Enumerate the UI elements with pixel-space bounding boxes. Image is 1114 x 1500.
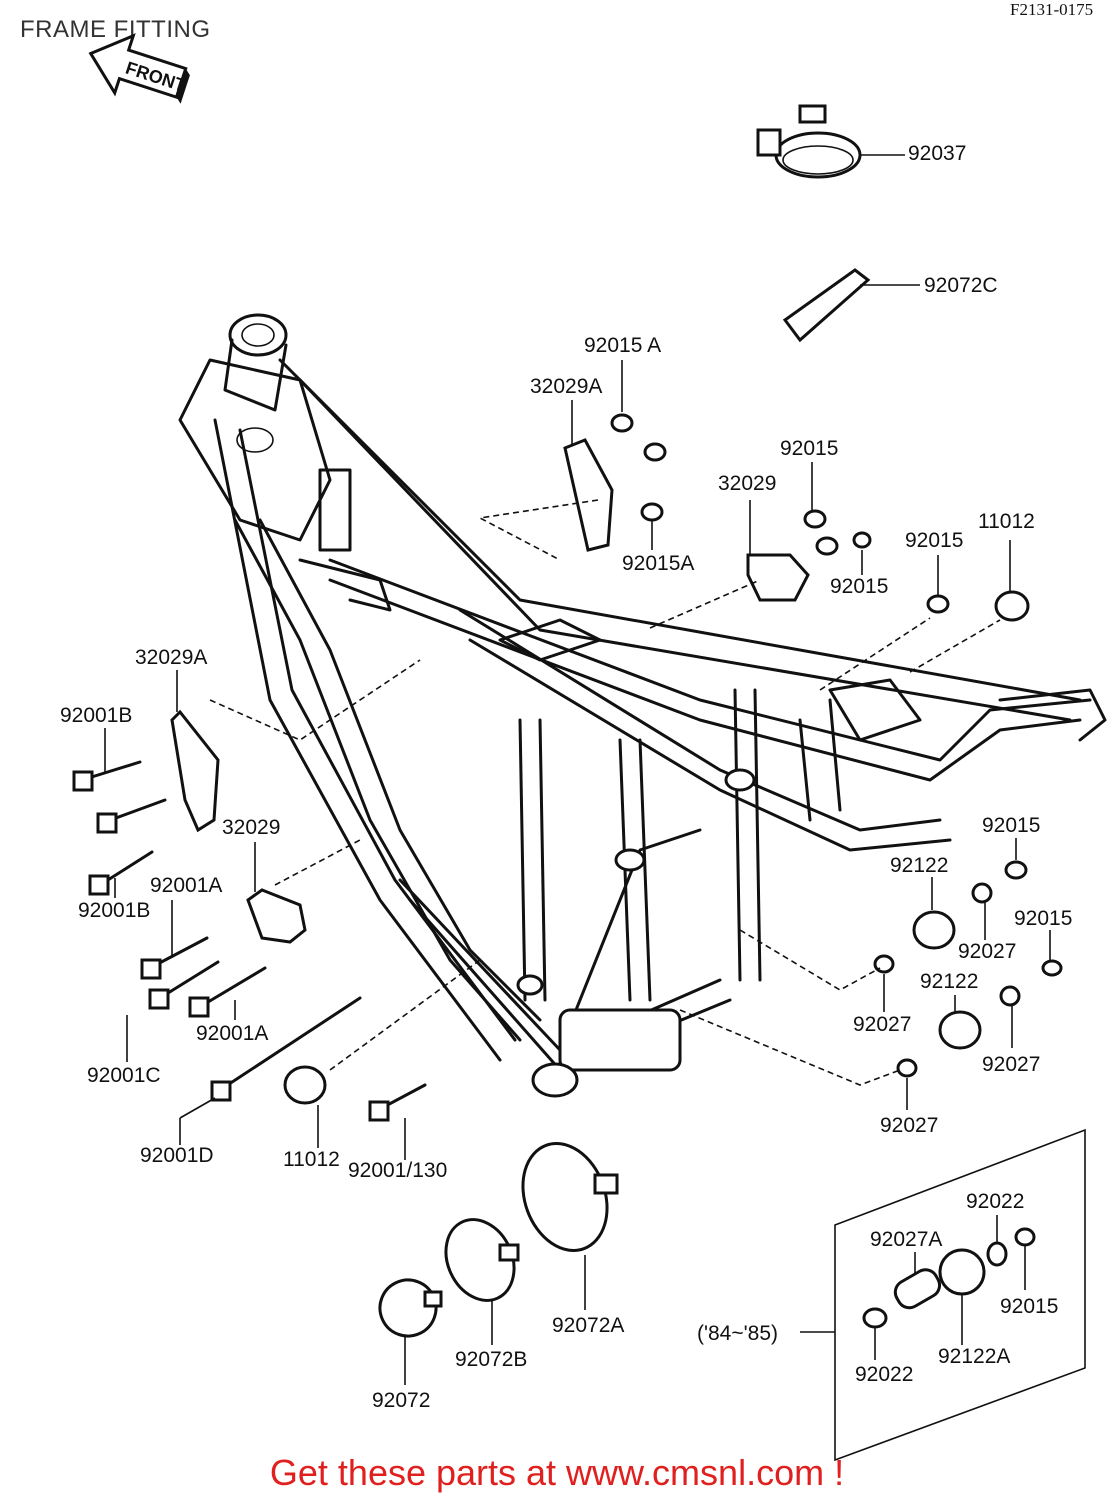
label-92027-b: 92027 — [853, 1013, 911, 1036]
plate-32029a-left-icon — [170, 709, 220, 833]
label-92001b-b: 92001B — [78, 899, 150, 922]
label-92001b-a: 92001B — [60, 704, 132, 727]
label-92072: 92072 — [372, 1389, 430, 1412]
label-92015a-top: 92015 A — [584, 334, 661, 357]
label-32029a-left: 32029A — [135, 646, 207, 669]
label-92027-a: 92027 — [958, 940, 1016, 963]
washer-92022-b-icon — [862, 1307, 888, 1329]
label-92015-f: 92015 — [1000, 1295, 1058, 1318]
plate-32029-top-icon — [746, 553, 810, 602]
diagram-title: FRAME FITTING — [20, 16, 211, 43]
washer-92022-a-icon — [986, 1241, 1008, 1267]
label-92015-a: 92015 — [780, 437, 838, 460]
label-92015-c: 92015 — [905, 529, 963, 552]
part-labels: 92037 92072C 92015 A 32029A 92015A 92015… — [60, 142, 1072, 1412]
label-92027-c: 92027 — [982, 1053, 1040, 1076]
label-92072a: 92072A — [552, 1314, 624, 1337]
label-11012-top: 11012 — [978, 510, 1035, 533]
label-92022-a: 92022 — [966, 1190, 1024, 1213]
label-92001a-a: 92001A — [150, 874, 222, 897]
bolt-icons — [72, 760, 427, 1122]
plate-32029-left-icon — [246, 888, 307, 944]
label-92022-b: 92022 — [855, 1363, 913, 1386]
label-32029-top: 32029 — [718, 472, 776, 495]
label-year-range: ('84~'85) — [697, 1322, 778, 1345]
label-92027-d: 92027 — [880, 1114, 938, 1137]
label-92001a-b: 92001A — [196, 1022, 268, 1045]
label-92037: 92037 — [908, 142, 966, 165]
leader-lines — [104, 154, 1051, 1385]
diagram-code: F2131-0175 — [1010, 0, 1094, 19]
bushing-92122-icons — [912, 910, 986, 1296]
callout-box — [834, 1128, 1086, 1462]
label-32029a-top: 32029A — [530, 375, 602, 398]
label-92001c: 92001C — [87, 1064, 161, 1087]
label-92027a: 92027A — [870, 1228, 942, 1251]
label-92015a-mid: 92015A — [622, 552, 694, 575]
clamp-92037-icon — [756, 104, 862, 179]
label-92001-130: 92001/130 — [348, 1159, 447, 1182]
label-92122-a: 92122 — [890, 854, 948, 877]
plate-32029a-top-icon — [563, 438, 614, 552]
front-arrow-icon: FRONT — [88, 33, 190, 104]
label-92001d: 92001D — [140, 1144, 214, 1167]
label-11012-bottom: 11012 — [283, 1148, 340, 1171]
label-92015-b: 92015 — [830, 575, 888, 598]
label-92122-b: 92122 — [920, 970, 978, 993]
strap-92072c-icon — [782, 268, 871, 343]
hose-clamp-icons — [378, 1142, 619, 1338]
cmsnl-banner-link[interactable]: Get these parts at www.cmsnl.com ! — [269, 1452, 845, 1493]
label-32029-left: 32029 — [222, 816, 280, 839]
label-92072b: 92072B — [455, 1348, 527, 1371]
label-92122a: 92122A — [938, 1345, 1010, 1368]
label-92072c: 92072C — [924, 274, 998, 297]
grommet-11012-top-icon — [994, 590, 1030, 622]
frame-assembly — [178, 313, 1107, 1098]
label-92015-e: 92015 — [1014, 907, 1072, 930]
cap-11012-bottom-icon — [283, 1065, 327, 1105]
label-92015-d: 92015 — [982, 814, 1040, 837]
